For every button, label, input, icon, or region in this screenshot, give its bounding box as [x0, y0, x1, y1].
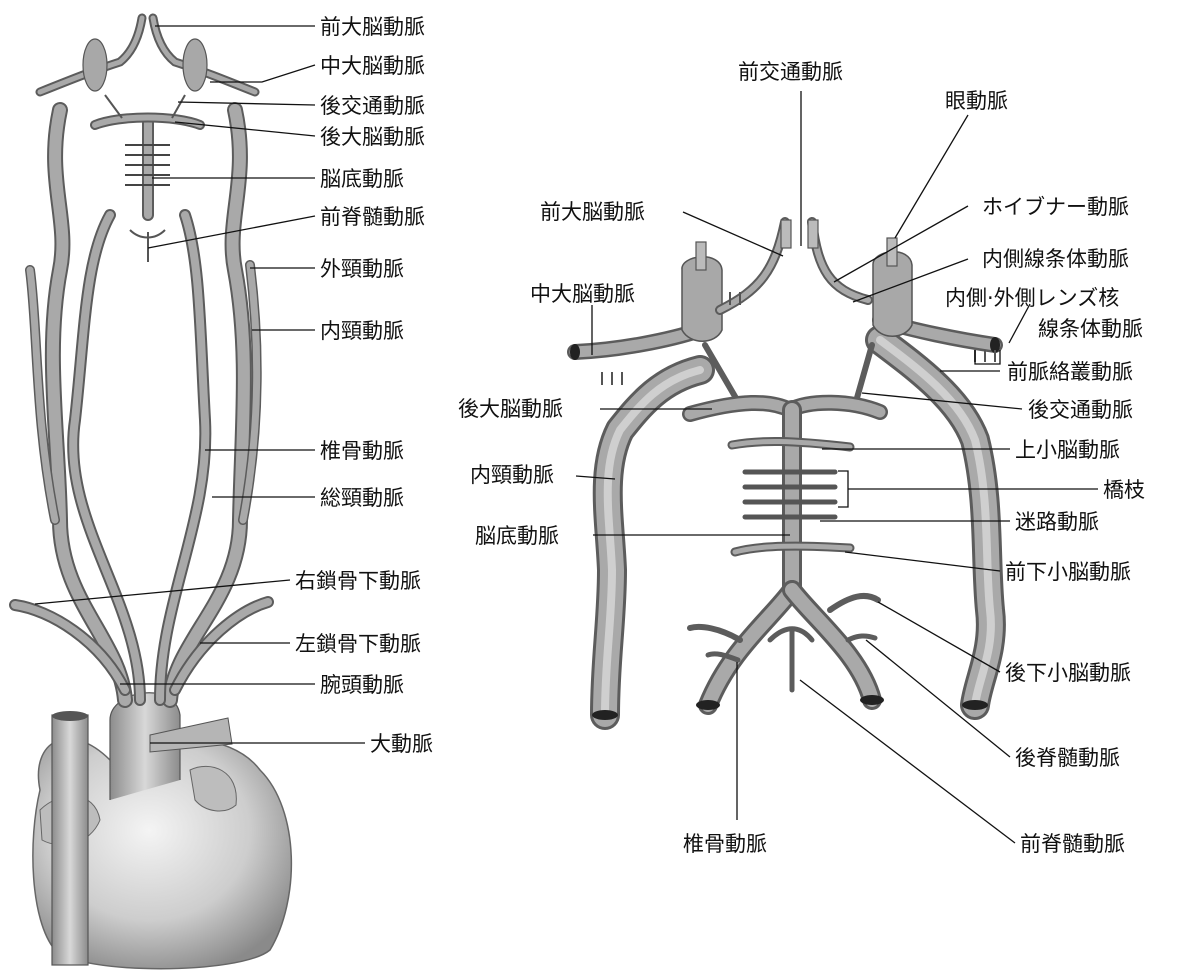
label-internal-carotid-artery-left: 内頸動脈	[320, 319, 404, 343]
label-anterior-cerebral-artery-right: 前大脳動脈	[540, 200, 645, 224]
label-anterior-spinal-artery-right: 前脊髄動脈	[1020, 832, 1125, 856]
label-posterior-cerebral-artery-right: 後大脳動脈	[458, 397, 563, 421]
label-medial-striate-artery: 内側線条体動脈	[982, 247, 1129, 271]
label-middle-cerebral-artery-right: 中大脳動脈	[530, 282, 635, 306]
label-basilar-artery-left: 脳底動脈	[320, 167, 404, 191]
label-middle-cerebral-artery-left: 中大脳動脈	[320, 54, 425, 78]
label-internal-carotid-artery-right: 内頸動脈	[470, 463, 554, 487]
label-vertebral-artery-right: 椎骨動脈	[683, 832, 767, 856]
label-external-carotid-artery: 外頸動脈	[320, 257, 404, 281]
label-posterior-inferior-cerebellar-artery: 後下小脳動脈	[1005, 661, 1131, 685]
label-heubner-artery: ホイブナー動脈	[982, 195, 1129, 219]
label-common-carotid-artery: 総頸動脈	[320, 486, 404, 510]
label-lenticulostriate-line2: 線条体動脈	[1038, 317, 1143, 341]
label-posterior-cerebral-artery-left: 後大脳動脈	[320, 125, 425, 149]
label-anterior-spinal-artery-left: 前脊髄動脈	[320, 205, 425, 229]
label-ophthalmic-artery: 眼動脈	[945, 89, 1008, 113]
label-aorta: 大動脈	[370, 732, 433, 756]
label-posterior-communicating-artery-left: 後交通動脈	[320, 94, 425, 118]
label-posterior-spinal-artery: 後脊髄動脈	[1015, 746, 1120, 770]
label-left-subclavian-artery: 左鎖骨下動脈	[295, 632, 421, 656]
label-posterior-communicating-artery-right: 後交通動脈	[1028, 398, 1133, 422]
label-superior-cerebellar-artery: 上小脳動脈	[1015, 438, 1120, 462]
label-anterior-choroidal-artery: 前脈絡叢動脈	[1007, 360, 1133, 384]
label-pontine-branches: 橋枝	[1103, 478, 1145, 502]
label-lenticulostriate-line1: 内側·外側レンズ核	[945, 286, 1119, 310]
left-vessel-illustration	[15, 18, 291, 969]
label-vertebral-artery-left: 椎骨動脈	[320, 439, 404, 463]
label-basilar-artery-right: 脳底動脈	[475, 524, 559, 548]
label-anterior-communicating-artery: 前交通動脈	[738, 60, 843, 84]
label-anterior-cerebral-artery-left: 前大脳動脈	[320, 15, 425, 39]
label-brachiocephalic-artery: 腕頭動脈	[320, 673, 404, 697]
left-labels: 前大脳動脈 中大脳動脈 後交通動脈 後大脳動脈 脳底動脈 前脊髄動脈 外頸動脈 …	[295, 15, 433, 756]
label-labyrinthine-artery: 迷路動脈	[1015, 510, 1099, 534]
label-anterior-inferior-cerebellar-artery: 前下小脳動脈	[1005, 560, 1131, 584]
label-right-subclavian-artery: 右鎖骨下動脈	[295, 569, 421, 593]
